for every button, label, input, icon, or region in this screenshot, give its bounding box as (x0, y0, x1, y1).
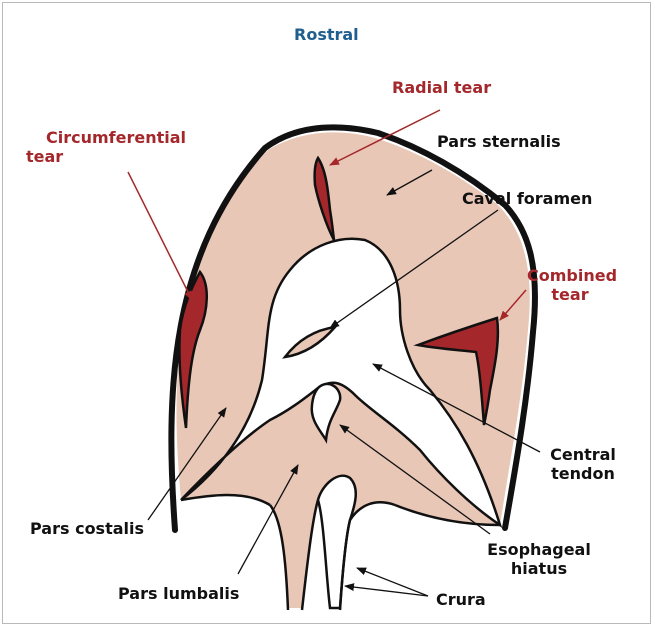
title-rostral: Rostral (294, 25, 359, 44)
label-crura: Crura (436, 590, 486, 609)
label-pars-lumbalis: Pars lumbalis (118, 584, 239, 603)
label-pars-sternalis: Pars sternalis (437, 132, 561, 151)
label-circumferential-tear: Circumferential tear (26, 128, 206, 166)
label-combined-tear: Combined tear (527, 266, 613, 304)
label-radial-tear: Radial tear (392, 78, 491, 97)
crura-gap (318, 476, 356, 608)
label-esophageal-line1: Esophageal (484, 540, 594, 559)
label-caval-foramen: Caval foramen (462, 189, 592, 208)
label-circumferential-line1: Circumferential (26, 128, 206, 147)
label-combined-line1: Combined (527, 266, 613, 285)
label-central-tendon: Central tendon (538, 445, 628, 483)
label-central-line2: tendon (538, 464, 628, 483)
label-esophageal-hiatus: Esophageal hiatus (484, 540, 594, 578)
label-circumferential-line2: tear (26, 147, 206, 166)
label-esophageal-line2: hiatus (484, 559, 594, 578)
label-central-line1: Central (538, 445, 628, 464)
circumferential-tear-arrow (128, 172, 192, 300)
label-pars-costalis: Pars costalis (30, 519, 144, 538)
label-combined-line2: tear (527, 285, 613, 304)
